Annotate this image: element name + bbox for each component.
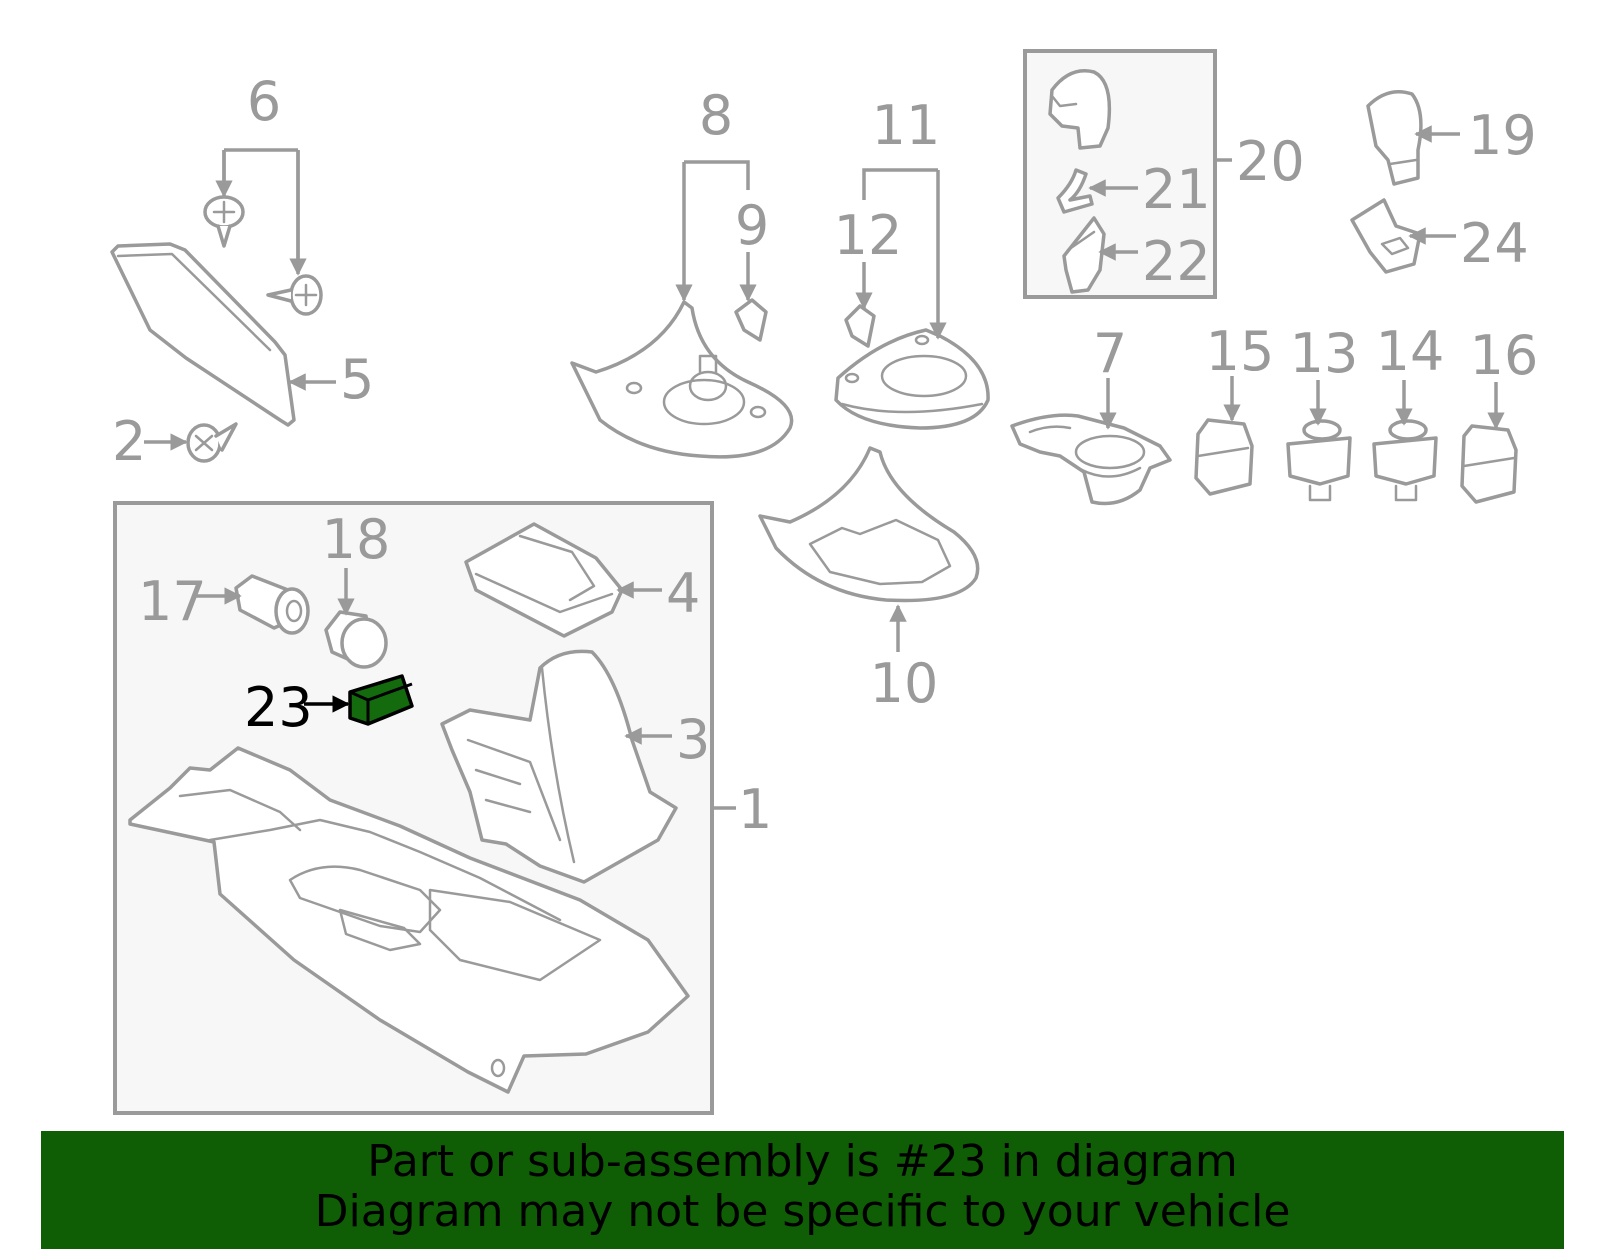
part-24-boot	[1350, 198, 1422, 274]
banner-line-1: Part or sub-assembly is #23 in diagram	[367, 1136, 1238, 1187]
callout-22: 22	[1142, 230, 1211, 293]
callout-24: 24	[1460, 212, 1529, 275]
part-12-clip	[844, 304, 876, 348]
callout-18: 18	[322, 508, 391, 571]
callout-8: 8	[699, 84, 733, 147]
callout-5: 5	[340, 348, 374, 411]
callout-7: 7	[1093, 322, 1127, 385]
callout-15: 15	[1206, 320, 1275, 383]
callout-4: 4	[666, 562, 700, 625]
part-19-knob	[1366, 90, 1423, 186]
part-23-highlighted-part	[348, 674, 414, 726]
part-10-bezel	[758, 446, 980, 603]
callout-20: 20	[1236, 130, 1305, 193]
callout-12: 12	[834, 204, 903, 267]
callout-9: 9	[735, 194, 769, 257]
callout-19: 19	[1468, 104, 1537, 167]
part-18-socket	[324, 610, 388, 669]
part-11-bezel	[834, 328, 990, 430]
part-4-bracket	[464, 522, 624, 638]
part-7-cup-holder	[1010, 413, 1172, 506]
callout-3: 3	[676, 708, 710, 771]
callout-17: 17	[138, 570, 207, 633]
part-8-bezel	[570, 300, 794, 459]
callout-2: 2	[112, 410, 146, 473]
banner-line-2: Diagram may not be specific to your vehi…	[314, 1186, 1291, 1237]
callout-13: 13	[1290, 322, 1359, 385]
part-17-socket	[234, 574, 310, 635]
part-3-shifter-housing	[440, 649, 678, 884]
callout-23: 23	[244, 676, 313, 739]
callout-10: 10	[870, 652, 939, 715]
callout-16: 16	[1470, 324, 1539, 387]
callout-11: 11	[872, 94, 941, 157]
callout-21: 21	[1142, 158, 1211, 221]
callout-6: 6	[247, 70, 281, 133]
part-16-switch	[1460, 424, 1518, 504]
part-14-switch	[1372, 419, 1438, 502]
part-2-clip	[186, 422, 238, 463]
callout-1: 1	[738, 778, 772, 841]
callout-14: 14	[1376, 320, 1445, 383]
leader-lines	[144, 125, 1505, 810]
part-5-side-trim	[110, 242, 296, 427]
part-info-banner: Part or sub-assembly is #23 in diagram D…	[41, 1131, 1564, 1249]
part-9-clip	[734, 298, 768, 342]
part-15-switch	[1194, 418, 1254, 496]
part-19-knob-assembly	[1048, 69, 1112, 294]
part-13-switch	[1286, 419, 1352, 502]
part-1-console	[128, 746, 690, 1094]
